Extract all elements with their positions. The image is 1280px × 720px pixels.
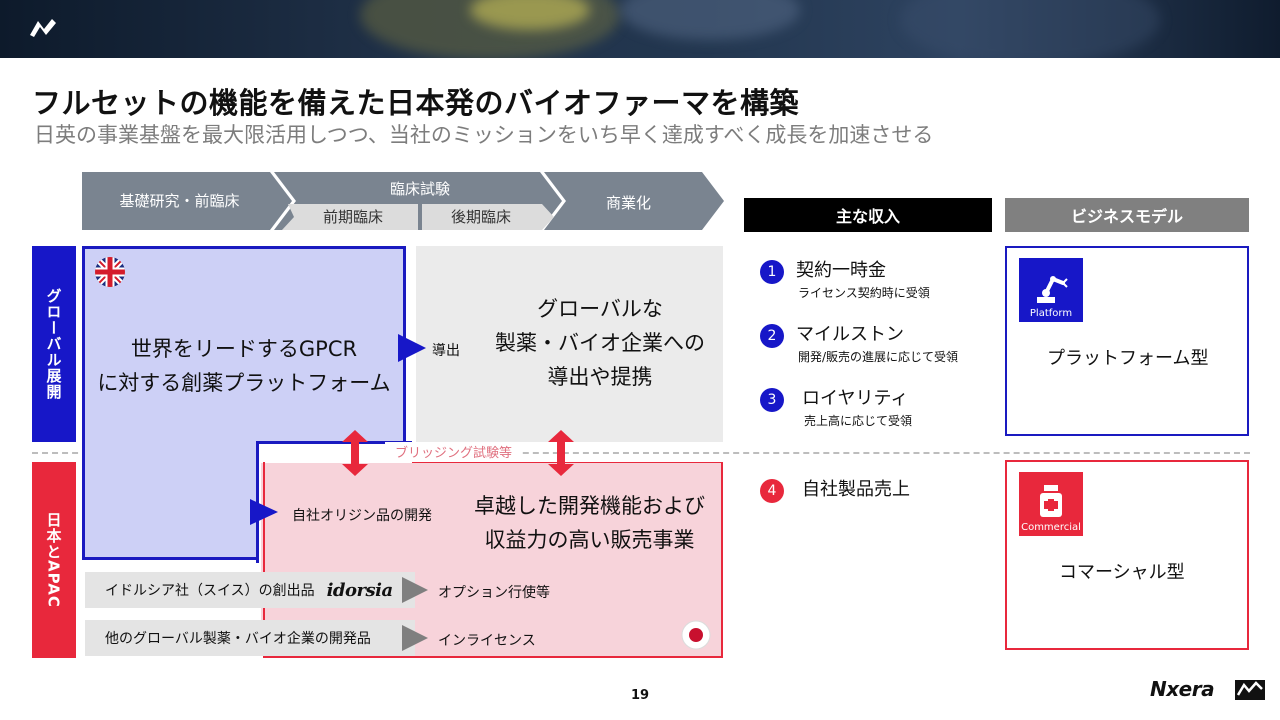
robot-arm-icon	[1037, 276, 1068, 303]
business-model-header: ビジネスモデル	[1005, 198, 1249, 232]
platform-line-2: に対する創薬プラットフォーム	[97, 371, 391, 395]
revenue-title-2: マイルストン	[796, 324, 904, 345]
revenue-number-4: 4	[760, 479, 784, 503]
global-pipeline-row: 他のグローバル製薬・バイオ企業の開発品	[85, 620, 415, 656]
in-license-label: インライセンス	[438, 633, 536, 649]
nxera-logo: Nxera	[1146, 677, 1266, 703]
commercial-model-label: コマーシャル型	[1059, 562, 1185, 583]
page-number: 19	[630, 688, 650, 703]
revenue-number-1: 1	[760, 260, 784, 284]
revenue-title-4: 自社製品売上	[802, 479, 910, 500]
region-japan: 日本とAPAC	[32, 462, 76, 658]
idorsia-logo: idorsia	[326, 579, 394, 601]
region-divider	[32, 452, 1250, 454]
platform-model-label: プラットフォーム型	[1047, 348, 1209, 369]
revenue-title-3: ロイヤリティ	[802, 388, 909, 409]
option-arrow-icon	[402, 577, 428, 603]
phase-commercial: 商業化	[605, 194, 651, 212]
in-house-label: 自社オリジン品の開発	[292, 508, 432, 524]
region-japan-label: 日本とAPAC	[44, 512, 63, 608]
in-license-arrow-icon	[402, 625, 428, 651]
medicine-bottle-icon	[1040, 485, 1062, 517]
bridging-arrow-right-icon	[548, 430, 574, 476]
bridging-arrow-left-icon	[342, 430, 368, 476]
revenue-desc-2: 開発/販売の進展に応じて受領	[798, 350, 959, 364]
platform-tag: Platform	[1029, 308, 1073, 319]
japan-line-2: 収益力の高い販売事業	[484, 528, 695, 552]
phase-clinical: 臨床試験	[389, 180, 450, 198]
partner-text: グローバルな 製薬・バイオ企業への 導出や提携	[470, 292, 730, 394]
japan-text: 卓越した開発機能および 収益力の高い販売事業	[452, 489, 727, 557]
region-global-label: グローバル展開	[44, 288, 63, 400]
japan-block-edge	[263, 462, 265, 658]
partner-line-3: 導出や提携	[547, 365, 653, 389]
out-license-arrow-icon	[398, 334, 426, 362]
partner-line-2: 製薬・バイオ企業への	[495, 331, 705, 355]
partner-block	[416, 246, 723, 442]
japan-flag-icon	[681, 620, 711, 650]
idorsia-row: イドルシア社（スイス）の創出品 idorsia	[85, 572, 415, 608]
nxera-mark-icon	[1235, 680, 1265, 700]
page-subtitle: 日英の事業基盤を最大限活用しつつ、当社のミッションをいち早く達成すべく成長を加速…	[34, 123, 934, 147]
platform-tile: Platform	[1019, 258, 1083, 322]
revenue-desc-3: 売上高に応じて受領	[804, 414, 913, 428]
phase-early-clinical: 前期臨床	[322, 208, 383, 226]
phase-preclinical: 基礎研究・前臨床	[119, 192, 240, 210]
platform-model-box: Platform プラットフォーム型	[1005, 246, 1249, 436]
japan-line-1: 卓越した開発機能および	[474, 494, 705, 518]
global-pipeline-row-label: 他のグローバル製薬・バイオ企業の開発品	[105, 631, 371, 647]
idorsia-row-label: イドルシア社（スイス）の創出品	[105, 583, 315, 599]
phase-late-clinical: 後期臨床	[450, 208, 511, 226]
revenue-desc-1: ライセンス契約時に受領	[798, 286, 930, 300]
commercial-tag: Commercial	[1021, 522, 1081, 533]
top-banner	[0, 0, 1280, 58]
revenue-number-2: 2	[760, 324, 784, 348]
phase-chevrons	[82, 172, 724, 230]
partner-line-1: グローバルな	[537, 297, 663, 321]
region-global: グローバル展開	[32, 246, 76, 442]
nxera-logo-text: Nxera	[1150, 677, 1215, 701]
revenue-title-1: 契約一時金	[796, 260, 886, 281]
revenue-header: 主な収入	[744, 198, 992, 232]
out-license-label: 導出	[432, 343, 460, 359]
bridging-label: ブリッジング試験等	[385, 442, 523, 461]
option-label: オプション行使等	[438, 585, 550, 601]
revenue-number-3: 3	[760, 388, 784, 412]
brand-mark-icon	[30, 19, 56, 37]
uk-flag-icon	[95, 257, 125, 287]
in-house-arrow-icon	[250, 499, 278, 525]
platform-line-1: 世界をリードするGPCR	[130, 337, 358, 361]
platform-text: 世界をリードするGPCR に対する創薬プラットフォーム	[88, 332, 400, 400]
page-title: フルセットの機能を備えた日本発のバイオファーマを構築	[32, 86, 800, 120]
commercial-model-box: Commercial コマーシャル型	[1005, 460, 1249, 650]
commercial-tile: Commercial	[1019, 472, 1083, 536]
